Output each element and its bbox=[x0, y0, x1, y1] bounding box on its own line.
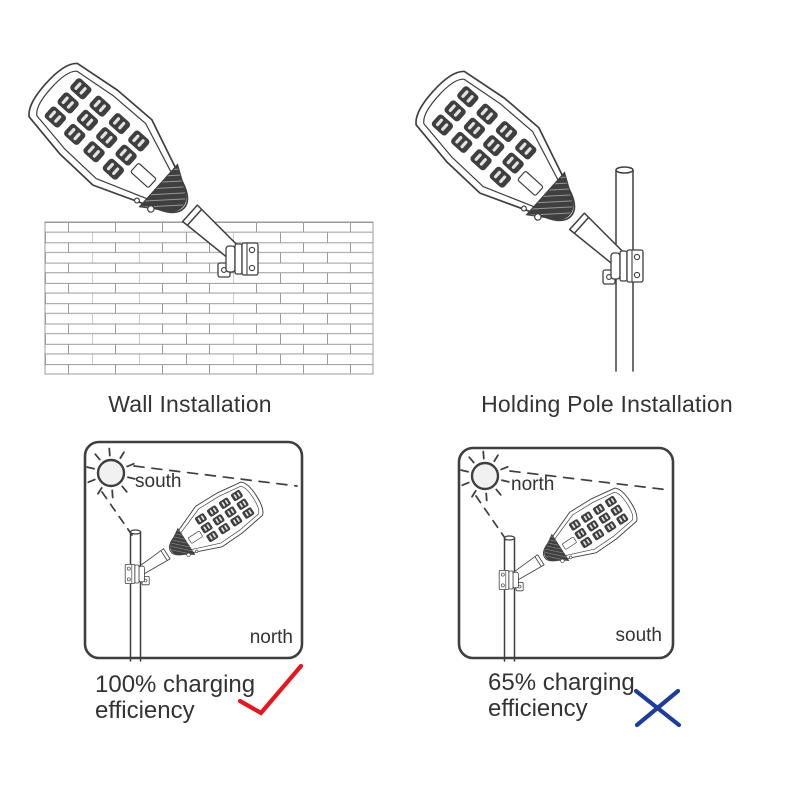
brick-wall bbox=[44, 221, 374, 375]
efficiency-caption-line2: efficiency bbox=[95, 697, 195, 724]
check-icon bbox=[237, 663, 304, 716]
sun-icon bbox=[460, 450, 510, 502]
sunlight-ray-line bbox=[509, 470, 670, 491]
efficiency-caption-line1: 100% charging bbox=[95, 671, 255, 698]
sun-icon bbox=[86, 447, 136, 499]
sunlight-ray-line bbox=[133, 465, 298, 487]
mounting-pole bbox=[503, 535, 516, 662]
cross-icon bbox=[633, 688, 682, 728]
panel-border bbox=[457, 446, 675, 660]
sun-direction-label: south bbox=[135, 471, 181, 492]
wall-installation-figure: Wall Installation bbox=[16, 51, 374, 417]
correct-orientation-panel: south north 100% charging efficiency bbox=[83, 440, 304, 724]
sun-direction-label: north bbox=[511, 474, 554, 495]
sunlight-ray-line bbox=[101, 491, 133, 536]
panel-border bbox=[83, 440, 304, 660]
far-direction-label: north bbox=[250, 627, 293, 648]
wrong-orientation-panel: north south 65% charging efficiency bbox=[457, 446, 682, 728]
pole-installation-figure: Holding Pole Installation bbox=[403, 59, 733, 417]
pole-installation-title: Holding Pole Installation bbox=[481, 391, 733, 417]
efficiency-caption-line1: 65% charging bbox=[488, 669, 635, 696]
mounting-pole bbox=[129, 529, 142, 662]
sunlight-ray-line bbox=[475, 495, 508, 542]
efficiency-caption-line2: efficiency bbox=[488, 695, 588, 722]
far-direction-label: south bbox=[616, 625, 662, 646]
wall-installation-title: Wall Installation bbox=[108, 391, 272, 417]
